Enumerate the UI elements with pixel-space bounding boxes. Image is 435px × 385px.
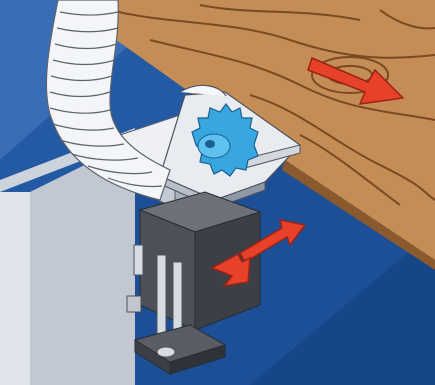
- woodworking-illustration: [0, 0, 435, 385]
